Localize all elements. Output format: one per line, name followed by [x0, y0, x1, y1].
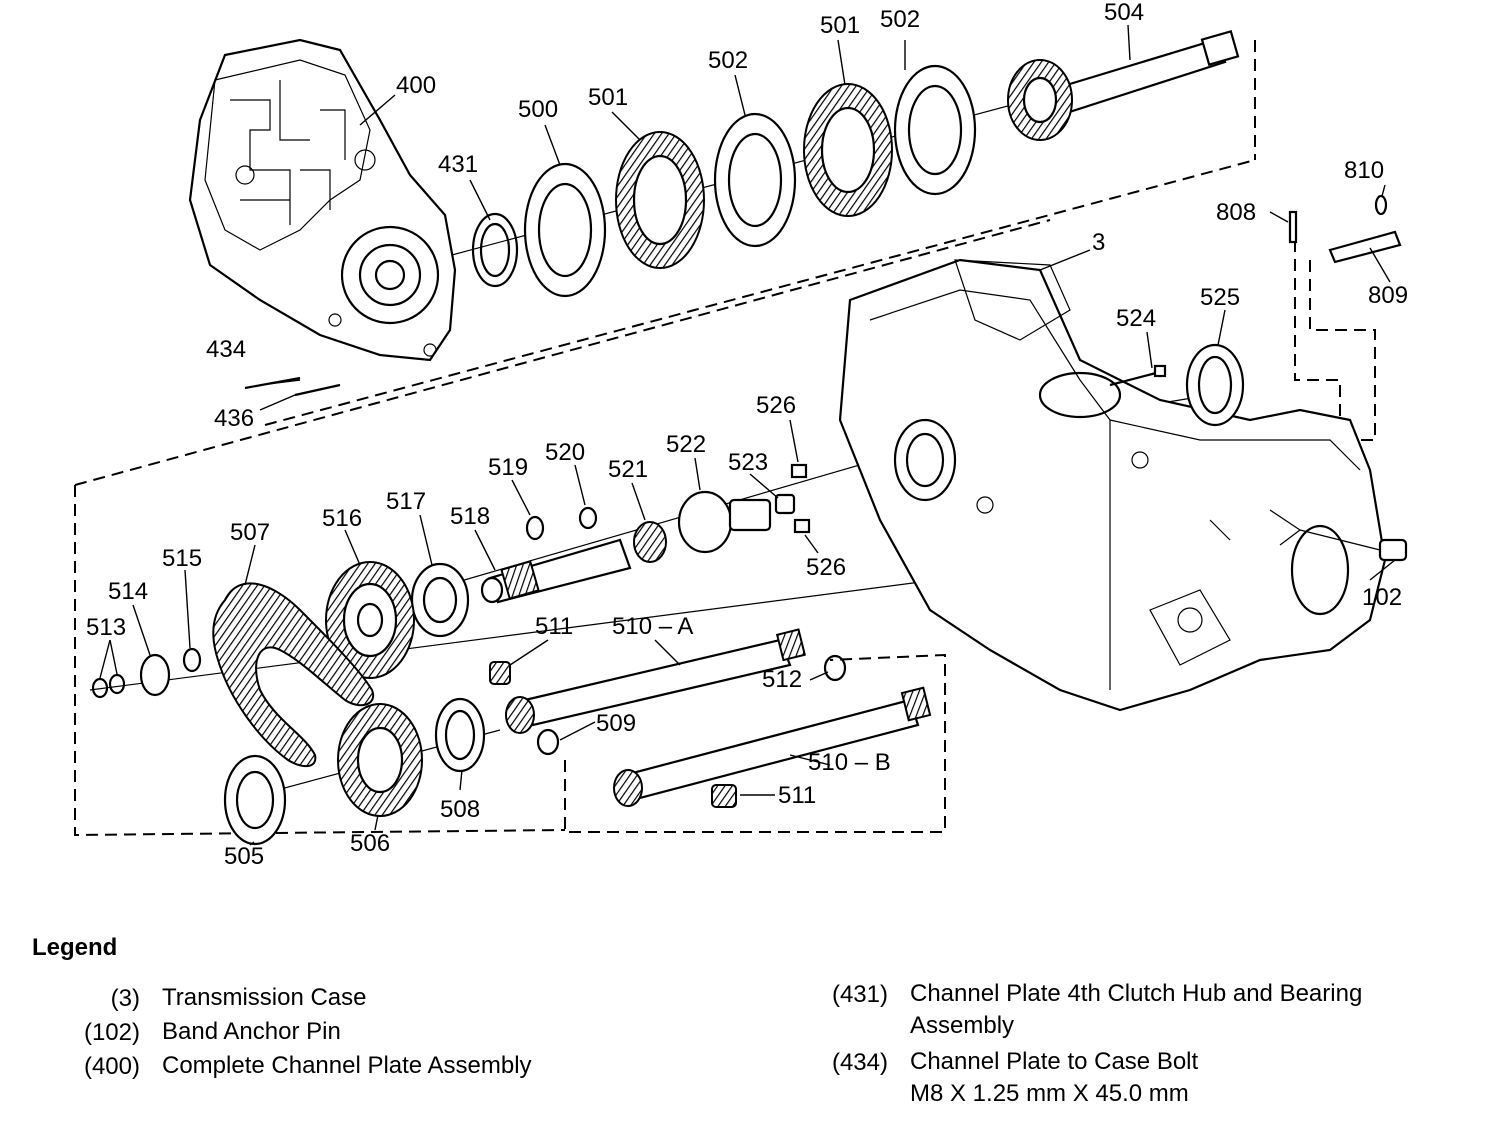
callout-436: 436 — [214, 405, 254, 432]
callout-501b: 501 — [820, 12, 860, 39]
callout-809: 809 — [1368, 282, 1408, 309]
callout-400: 400 — [396, 72, 436, 99]
exploded-parts-diagram: 400 431 500 501 502 501 502 504 3 808 81… — [74, 0, 1408, 870]
callout-506: 506 — [350, 830, 390, 857]
dowel-pins — [790, 463, 811, 534]
legend-description-line: M8 X 1.25 mm X 45.0 mm — [910, 1080, 1189, 1107]
channel-plate-assembly — [188, 38, 457, 362]
legend-number: (431) — [831, 981, 888, 1008]
legend-description: Channel Plate to Case Bolt M8 X 1.25 mm … — [910, 1046, 1198, 1110]
callout-434: 434 — [206, 336, 246, 363]
legend-row: (400) Complete Channel Plate Assembly — [52, 1050, 532, 1084]
assembly-boundary-lines — [74, 40, 1376, 837]
callout-504: 504 — [1104, 0, 1144, 26]
callout-3: 3 — [1092, 229, 1105, 256]
case-seal-525 — [1185, 343, 1245, 427]
pin-inset-boundary — [1294, 240, 1376, 441]
callout-525: 525 — [1200, 284, 1240, 311]
legend-description-line: Channel Plate 4th Clutch Hub and Bearing — [910, 980, 1363, 1007]
legend-description-line: Channel Plate to Case Bolt — [910, 1048, 1199, 1075]
callout-510b: 510 – B — [808, 749, 891, 776]
callout-509: 509 — [596, 710, 636, 737]
callout-808: 808 — [1216, 199, 1256, 226]
clutch-steel-plate-2 — [893, 64, 977, 196]
callout-511a: 511 — [535, 613, 573, 640]
legend-row: (434) Channel Plate to Case Bolt M8 X 1.… — [800, 1046, 1362, 1110]
callout-502a: 502 — [708, 47, 748, 74]
clutch-hub-bearing — [471, 212, 519, 288]
callout-510a: 510 – A — [612, 613, 693, 640]
legend-right-column: (431) Channel Plate 4th Clutch Hub and B… — [800, 978, 1362, 1110]
callout-508: 508 — [440, 796, 480, 823]
legend-title: Legend — [32, 934, 118, 961]
legend-number: (3) — [110, 985, 140, 1012]
callout-501a: 501 — [588, 84, 628, 111]
legend-left-column: (3) Transmission Case (102) Band Anchor … — [52, 982, 532, 1084]
legend-description: Complete Channel Plate Assembly — [162, 1052, 532, 1079]
snap-ring-set — [91, 647, 202, 699]
clutch-backing-plate — [523, 162, 607, 298]
clutch-friction-plate-1 — [615, 131, 705, 269]
driven-sprocket-set — [223, 697, 486, 846]
callout-507: 507 — [230, 519, 270, 546]
legend-description-line: Assembly — [910, 1012, 1015, 1039]
axle-shaft-510b — [613, 686, 932, 808]
callout-102: 102 — [1362, 584, 1402, 611]
legend-description: Band Anchor Pin — [162, 1018, 341, 1045]
callout-526a: 526 — [756, 392, 796, 419]
upper-diagonal-boundary — [74, 219, 1051, 486]
callout-502b: 502 — [880, 6, 920, 33]
callout-523: 523 — [728, 449, 768, 476]
band-anchor-pin — [1299, 529, 1408, 562]
callout-513: 513 — [86, 614, 126, 641]
callout-512: 512 — [762, 666, 802, 693]
callout-518: 518 — [450, 503, 490, 530]
callout-labels: 400 431 500 501 502 501 502 504 3 808 81… — [86, 0, 1408, 870]
legend-description: Transmission Case — [162, 984, 367, 1011]
callout-522: 522 — [666, 431, 706, 458]
callout-516: 516 — [322, 505, 362, 532]
callout-500: 500 — [518, 96, 558, 123]
thrust-washer-517 — [410, 562, 470, 638]
leader-lines — [99, 24, 1396, 846]
legend-number: (400) — [83, 1053, 140, 1080]
legend-row: (102) Band Anchor Pin — [52, 1016, 532, 1050]
callout-519: 519 — [488, 454, 528, 481]
callout-431: 431 — [438, 151, 478, 178]
clutch-friction-plate-2 — [803, 83, 893, 217]
legend-number: (434) — [831, 1049, 888, 1076]
callout-520: 520 — [545, 439, 585, 466]
legend-number: (102) — [83, 1019, 140, 1046]
transmission-case — [838, 258, 1387, 712]
callout-517: 517 — [386, 488, 426, 515]
drive-sprocket-516 — [325, 561, 415, 679]
clutch-steel-plate-1 — [713, 112, 797, 248]
lower-left-boundary — [74, 485, 566, 837]
drive-chain-507 — [212, 582, 375, 768]
clutch-hub-shaft — [1007, 30, 1240, 141]
legend-row: (431) Channel Plate 4th Clutch Hub and B… — [800, 978, 1362, 1042]
callout-514: 514 — [108, 578, 148, 605]
callout-505: 505 — [224, 843, 264, 870]
shaft-b-inset-box — [564, 653, 946, 833]
legend-description: Channel Plate 4th Clutch Hub and Bearing… — [910, 978, 1362, 1042]
output-shaft-stack — [480, 490, 796, 604]
anchor-pin-parts — [1288, 194, 1402, 264]
callout-521: 521 — [608, 456, 648, 483]
callout-526b: 526 — [806, 554, 846, 581]
case-bolt-524 — [1109, 364, 1167, 387]
callout-524: 524 — [1116, 305, 1156, 332]
legend-row: (3) Transmission Case — [52, 982, 532, 1016]
callout-511b: 511 — [778, 782, 816, 809]
callout-515: 515 — [162, 545, 202, 572]
callout-810: 810 — [1344, 157, 1384, 184]
axle-shaft-510a — [489, 628, 847, 756]
